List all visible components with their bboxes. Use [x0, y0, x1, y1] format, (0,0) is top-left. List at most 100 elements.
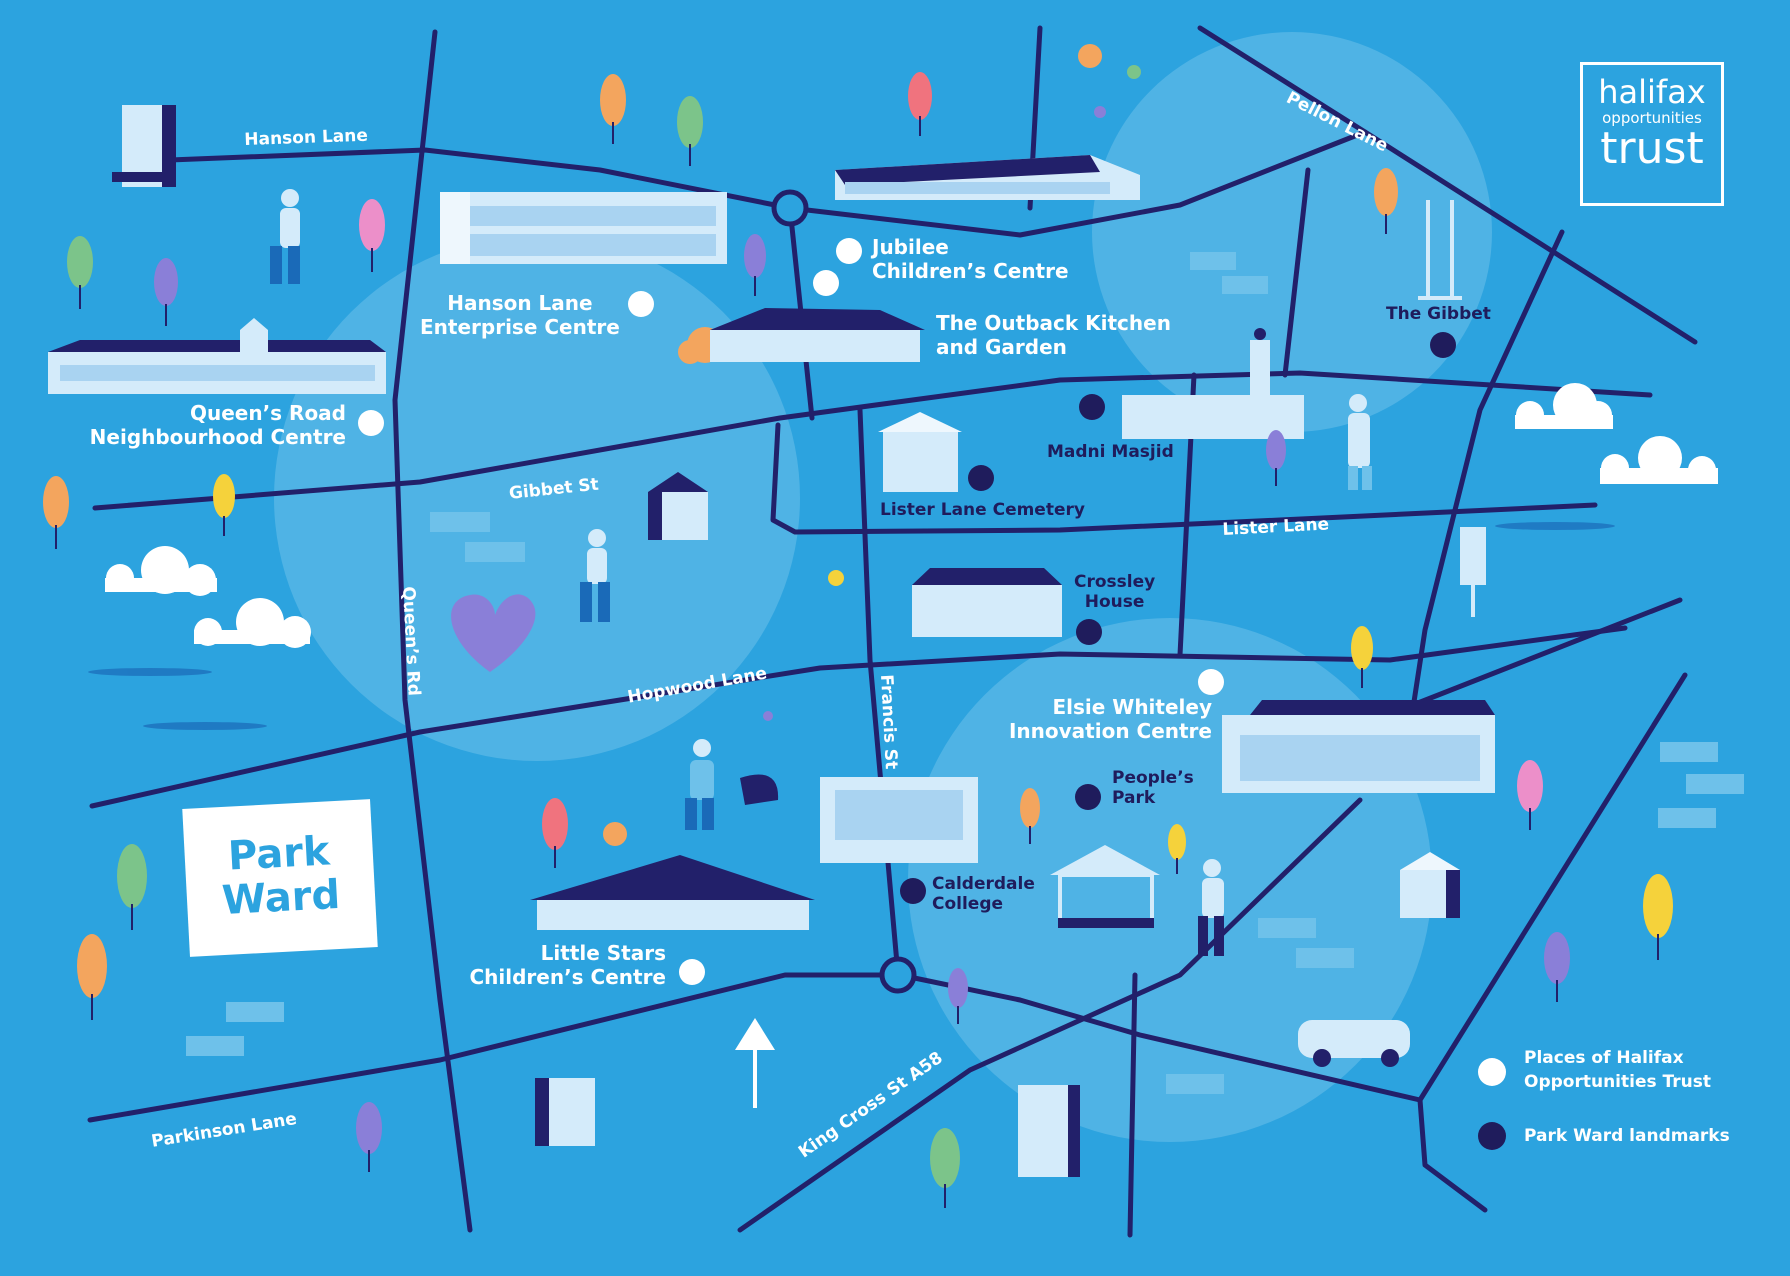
tree — [908, 72, 932, 136]
label-calderdale: Calderdale College — [932, 874, 1035, 915]
decor-dots — [603, 44, 1141, 846]
tree — [1517, 760, 1543, 830]
tree — [1374, 168, 1398, 234]
halifax-opportunities-trust-logo[interactable]: halifax opportunities trust — [1580, 62, 1724, 206]
tree — [948, 968, 968, 1024]
tree — [1266, 430, 1286, 486]
tree — [744, 234, 766, 296]
person-carrying-child — [1198, 859, 1224, 956]
park-ward-sign: Park Ward — [182, 799, 378, 957]
enterprise-centre-building — [440, 192, 727, 264]
tree — [154, 258, 178, 326]
place-marker-little-stars[interactable] — [679, 959, 705, 985]
roundabout-king-cross — [879, 956, 917, 994]
people — [270, 189, 1372, 956]
cemetery-building — [878, 412, 962, 492]
place-marker-queens-road[interactable] — [358, 410, 384, 436]
landmark-marker-cemetery[interactable] — [968, 465, 994, 491]
tree — [359, 199, 385, 272]
place-marker-jubilee[interactable] — [836, 238, 862, 264]
tree — [77, 934, 107, 1020]
person-with-pram — [685, 739, 779, 830]
label-lister-cemetery: Lister Lane Cemetery — [880, 500, 1085, 520]
label-madni: Madni Masjid — [1047, 442, 1174, 462]
label-crossley: Crossley House — [1074, 572, 1156, 613]
road-south-link — [1127, 972, 1138, 1238]
place-marker-elsie[interactable] — [1198, 669, 1224, 695]
label-little-stars: Little Stars Children’s Centre — [469, 941, 666, 989]
clouds — [105, 383, 1718, 648]
road-francis-st — [857, 407, 901, 978]
label-queens-road: Queen’s Road Neighbourhood Centre — [89, 401, 346, 449]
gibbet-structure — [1418, 200, 1462, 300]
cloud — [1600, 436, 1718, 484]
elsie-building — [1222, 700, 1495, 793]
tree — [1168, 824, 1186, 874]
heart-icon — [451, 594, 536, 672]
place-marker-hanson-enterprise[interactable] — [628, 291, 654, 317]
landmark-marker-calderdale[interactable] — [900, 878, 926, 904]
tree — [600, 74, 626, 144]
road-king-cross — [737, 797, 1363, 1233]
buildings — [48, 105, 1495, 1177]
little-stars-building — [530, 855, 815, 930]
tower-north-west — [112, 105, 176, 187]
tower-south — [1018, 1085, 1080, 1177]
road-pellon-lane — [1362, 129, 1698, 345]
legend-landmark-marker — [1478, 1122, 1506, 1150]
road-south-east-spur — [1417, 1097, 1488, 1213]
road-lister-lane — [770, 422, 1598, 535]
label-elsie: Elsie Whiteley Innovation Centre — [1008, 695, 1212, 743]
tower-south-west — [535, 1078, 595, 1146]
tree — [67, 236, 93, 309]
tree — [213, 474, 235, 536]
person-in-white — [1348, 394, 1372, 490]
road-hanson-lane — [167, 25, 1368, 238]
tree — [43, 476, 69, 549]
roundabout-hanson — [771, 189, 809, 227]
road-gibbet-link — [1282, 167, 1311, 378]
cloud — [105, 546, 217, 596]
queens-road-building — [48, 318, 386, 394]
tree — [930, 1128, 960, 1208]
place-marker-outback[interactable] — [813, 270, 839, 296]
bricks — [186, 252, 1744, 1094]
landmark-marker-madni[interactable] — [1079, 394, 1105, 420]
calderdale-building — [820, 777, 978, 863]
road-east-link — [1397, 597, 1683, 713]
road-sign — [735, 1018, 775, 1108]
label-peoples-park: People’s Park — [1112, 768, 1194, 809]
tree — [677, 96, 703, 166]
traffic-light — [1460, 527, 1486, 617]
cloud — [194, 598, 311, 648]
road-hopwood-lane — [89, 625, 1628, 809]
landmark-marker-gibbet[interactable] — [1430, 332, 1456, 358]
legend-place-marker — [1478, 1058, 1506, 1086]
tree — [356, 1102, 382, 1172]
crossley-building — [912, 568, 1062, 637]
landmark-marker-crossley[interactable] — [1076, 619, 1102, 645]
tree — [1643, 874, 1673, 960]
jubilee-building — [835, 155, 1140, 200]
bandstand — [1050, 845, 1160, 928]
tree — [1020, 788, 1040, 844]
roundabouts — [771, 189, 917, 994]
puddles — [88, 522, 1615, 730]
zone-north-east — [1092, 32, 1492, 432]
label-gibbet: The Gibbet — [1386, 304, 1491, 324]
road-gibbet-st — [92, 370, 1653, 511]
tree — [117, 844, 147, 930]
house-east — [1400, 852, 1460, 918]
landmark-marker-peoples-park[interactable] — [1075, 784, 1101, 810]
label-outback: The Outback Kitchen and Garden — [936, 311, 1171, 359]
place-markers — [358, 238, 1224, 985]
car — [1298, 1020, 1410, 1067]
road-queens-rd — [392, 29, 473, 1233]
label-jubilee: Jubilee Children’s Centre — [872, 235, 1069, 283]
person-walking-north-west — [270, 189, 300, 284]
tree — [1544, 932, 1570, 1002]
person-with-phone — [580, 529, 610, 622]
trees — [43, 72, 1673, 1208]
